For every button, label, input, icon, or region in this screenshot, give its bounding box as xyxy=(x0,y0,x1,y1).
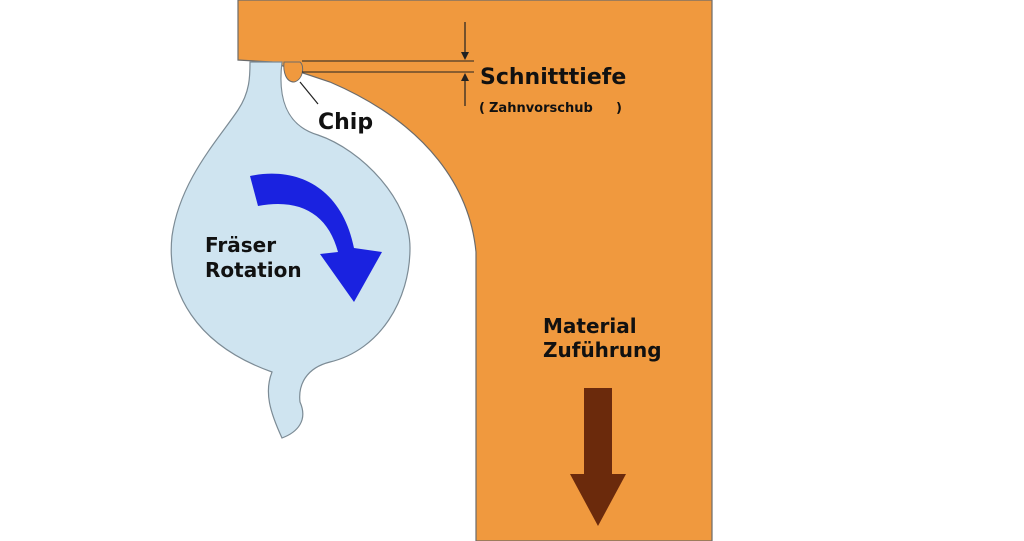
material-feed-label-line1: Material xyxy=(543,314,637,338)
cut-depth-label: Schnitttiefe xyxy=(480,65,626,90)
chip-label: Chip xyxy=(318,110,373,135)
material-feed-label-line2: Zuführung xyxy=(543,338,662,362)
chip-shape xyxy=(283,61,304,83)
cutter-rotation-label-line2: Rotation xyxy=(205,258,302,282)
tooth-feed-paren-open: ( xyxy=(479,101,485,116)
tooth-feed-label: Zahnvorschub xyxy=(489,101,593,116)
chip-leader-line xyxy=(299,81,319,105)
cutter-tooth xyxy=(170,61,411,439)
tooth-feed-paren-close: ) xyxy=(616,101,622,116)
arrow-down-icon xyxy=(570,388,626,526)
curved-arrow-clockwise-icon xyxy=(250,173,382,302)
cutter-rotation-label-line1: Fräser xyxy=(205,233,276,257)
dimension-arrowhead-top xyxy=(461,52,469,60)
dimension-arrowhead-bottom xyxy=(461,73,469,81)
